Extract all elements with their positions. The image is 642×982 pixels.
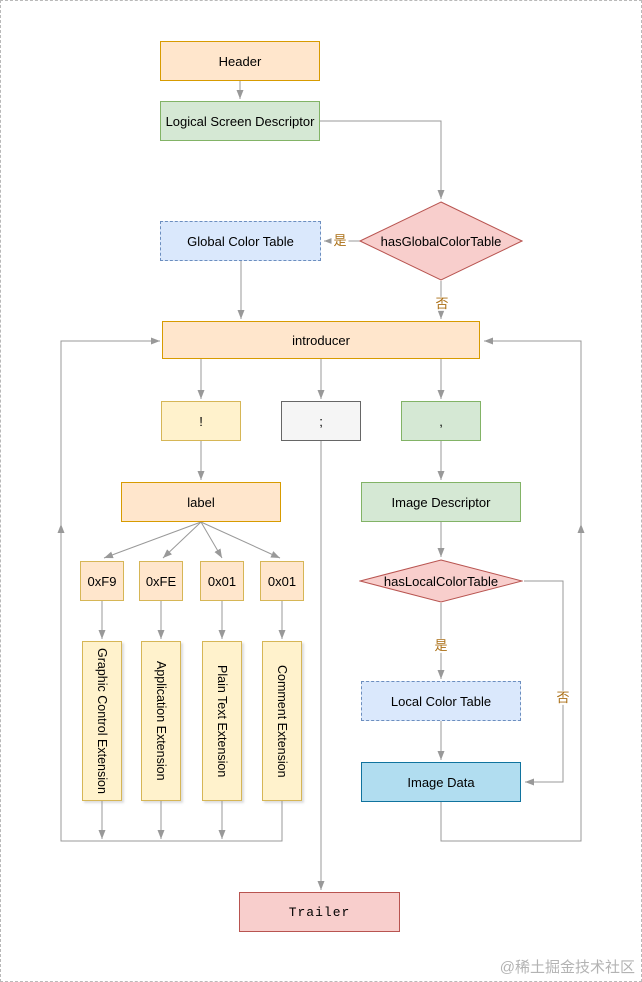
- node-header: Header: [160, 41, 320, 81]
- edge-label-local-yes: 是: [432, 637, 450, 654]
- edge-label-local-no: 否: [554, 689, 572, 706]
- diamond-label: hasLocalColorTable: [383, 573, 499, 589]
- node-comment-extension: Comment Extension: [262, 641, 302, 801]
- node-image-descriptor: Image Descriptor: [361, 482, 521, 522]
- node-logical-screen-descriptor: Logical Screen Descriptor: [160, 101, 320, 141]
- node-hex-0x01-a: 0x01: [200, 561, 244, 601]
- diamond-shape: [359, 559, 523, 603]
- node-semicolon: ;: [281, 401, 361, 441]
- node-hex-0xf9: 0xF9: [80, 561, 124, 601]
- node-label: label: [121, 482, 281, 522]
- diamond-label: hasGlobalColorTable: [380, 233, 502, 249]
- node-hex-0xfe: 0xFE: [139, 561, 183, 601]
- node-introducer: introducer: [162, 321, 480, 359]
- node-application-extension: Application Extension: [141, 641, 181, 801]
- node-trailer: Trailer: [239, 892, 400, 932]
- juejin-watermark: @稀土掘金技术社区: [499, 959, 635, 976]
- node-hex-0x01-b: 0x01: [260, 561, 304, 601]
- node-has-global-color-table: hasGlobalColorTable: [359, 201, 523, 281]
- node-global-color-table: Global Color Table: [160, 221, 321, 261]
- diamond-shape: [359, 201, 523, 281]
- edge-label-global-no: 否: [433, 295, 451, 312]
- node-graphic-control-extension: Graphic Control Extension: [82, 641, 122, 801]
- node-has-local-color-table: hasLocalColorTable: [359, 559, 523, 603]
- node-plain-text-extension: Plain Text Extension: [202, 641, 242, 801]
- node-local-color-table: Local Color Table: [361, 681, 521, 721]
- node-exclamation: !: [161, 401, 241, 441]
- edge-label-global-yes: 是: [331, 232, 349, 249]
- node-comma: ,: [401, 401, 481, 441]
- node-image-data: Image Data: [361, 762, 521, 802]
